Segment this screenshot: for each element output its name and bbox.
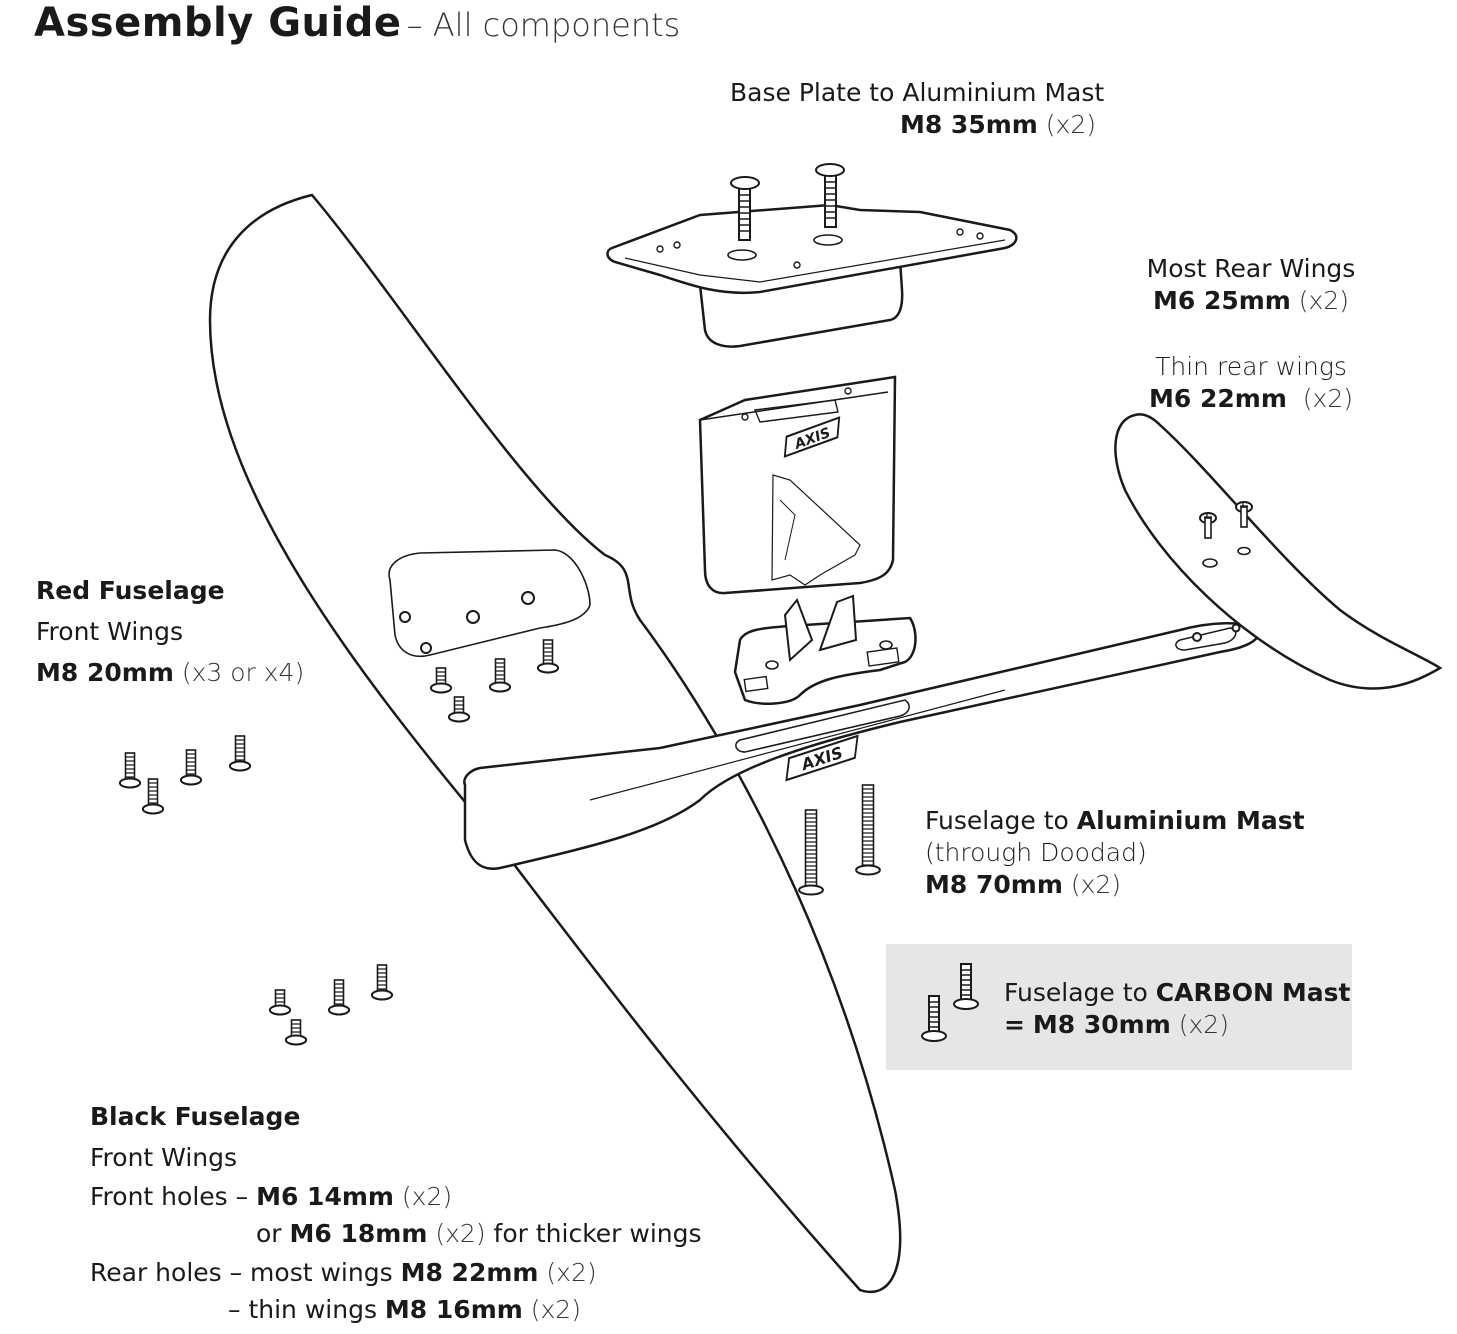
label-black-front-qty: (x2): [401, 1182, 453, 1211]
label-black-or-suffix: for thicker wings: [493, 1219, 702, 1248]
rear-wing: [1114, 413, 1443, 690]
rear-wing-bolt: [1235, 501, 1253, 528]
screw: [228, 735, 252, 772]
screw: [118, 752, 142, 789]
label-fuselage-alu: Fuselage to Aluminium Mast (through Dood…: [925, 805, 1305, 901]
screw: [798, 809, 824, 896]
label-fuselage-carbon-eq: =: [1004, 1010, 1025, 1039]
screw: [488, 658, 512, 693]
label-black-front-spec: M6 14mm: [256, 1182, 394, 1211]
label-black-fuselage-title: Black Fuselage: [90, 1102, 301, 1131]
fuselage: [463, 622, 1260, 871]
label-thin-rear-wings-qty: (x2): [1302, 384, 1353, 413]
label-black-thin-prefix: – thin wings: [228, 1295, 377, 1324]
label-base-plate-qty: (x2): [1045, 110, 1096, 139]
black-fuselage-bolts: [268, 964, 394, 1046]
label-black-rear-spec: M8 22mm: [400, 1258, 539, 1287]
screw: [855, 784, 881, 876]
base-plate: [606, 203, 1018, 348]
label-thin-rear-wings-spec: M6 22mm: [1149, 384, 1287, 413]
screw: [370, 964, 394, 1001]
screw: [268, 989, 292, 1016]
label-thin-rear-wings: Thin rear wings M6 22mm (x2): [1140, 351, 1362, 415]
label-black-thin-qty: (x2): [530, 1295, 581, 1324]
label-red-fuselage-qty: (x3 or x4): [181, 658, 305, 687]
page-subtitle: – All components: [406, 6, 681, 44]
screw: [179, 749, 203, 786]
base-plate-bolt: [815, 163, 845, 228]
label-fuselage-carbon-suffix: Mast: [1281, 978, 1351, 1007]
red-fuselage-bolts-near: [429, 639, 560, 723]
label-fuselage-carbon-prefix: Fuselage to: [1004, 978, 1148, 1007]
label-fuselage-alu-prefix: Fuselage to: [925, 806, 1069, 835]
label-black-thin-spec: M8 16mm: [384, 1295, 523, 1324]
label-black-rear-prefix: Rear holes – most wings: [90, 1258, 393, 1287]
label-fuselage-carbon: Fuselage to CARBON Mast = M8 30mm (x2): [1004, 977, 1351, 1041]
screw: [284, 1019, 308, 1046]
aluminium-mast-bolts: [798, 784, 881, 896]
front-wing-mount-plate: [388, 549, 591, 657]
label-fuselage-carbon-bold: CARBON: [1155, 978, 1274, 1007]
label-fuselage-carbon-spec: M8 30mm: [1032, 1010, 1171, 1039]
screw: [447, 696, 471, 723]
label-base-plate-line1: Base Plate to Aluminium Mast: [730, 78, 1105, 107]
label-most-rear-wings: Most Rear Wings M6 25mm (x2): [1140, 253, 1362, 317]
screw: [536, 639, 560, 674]
screw: [141, 778, 165, 815]
base-plate-bolt: [730, 176, 760, 241]
label-most-rear-wings-spec: M6 25mm: [1152, 286, 1291, 315]
label-black-or-spec: M6 18mm: [289, 1219, 428, 1248]
label-base-plate-spec: M8 35mm: [899, 110, 1038, 139]
label-red-fuselage: Red Fuselage Front Wings M8 20mm (x3 or …: [36, 570, 304, 693]
carbon-bolt: [921, 995, 947, 1042]
front-wing: [208, 193, 902, 1293]
label-most-rear-wings-line1: Most Rear Wings: [1146, 254, 1356, 283]
label-fuselage-alu-bold: Aluminium Mast: [1076, 806, 1305, 835]
label-black-rear-qty: (x2): [546, 1258, 597, 1287]
mast-section: [698, 375, 897, 595]
page-title: Assembly Guide: [34, 0, 402, 46]
label-red-fuselage-spec: M8 20mm: [36, 658, 174, 687]
label-black-or-qty: (x2): [435, 1219, 486, 1248]
label-fuselage-alu-spec: M8 70mm: [925, 870, 1063, 899]
label-most-rear-wings-qty: (x2): [1298, 286, 1350, 315]
header: Assembly Guide – All components: [34, 0, 680, 46]
label-red-fuselage-title: Red Fuselage: [36, 576, 225, 605]
red-fuselage-bolts: [118, 735, 252, 815]
carbon-mast-callout: Fuselage to CARBON Mast = M8 30mm (x2): [886, 944, 1352, 1070]
label-fuselage-alu-line2: (through Doodad): [925, 838, 1147, 867]
carbon-bolt: [953, 963, 979, 1010]
label-black-or-prefix: or: [256, 1219, 282, 1248]
label-black-fuselage: Black Fuselage Front Wings Front holes –…: [90, 1096, 702, 1326]
carbon-mast-bolts: [921, 963, 979, 1042]
label-fuselage-carbon-qty: (x2): [1178, 1010, 1229, 1039]
label-red-fuselage-line2: Front Wings: [36, 617, 184, 646]
label-thin-rear-wings-line1: Thin rear wings: [1155, 352, 1347, 381]
rear-wing-bolt: [1199, 512, 1217, 539]
screw: [327, 979, 351, 1016]
label-black-fuselage-line2: Front Wings: [90, 1143, 238, 1172]
label-black-front-prefix: Front holes –: [90, 1182, 249, 1211]
screw: [429, 667, 453, 694]
label-fuselage-alu-qty: (x2): [1070, 870, 1122, 899]
label-base-plate: Base Plate to Aluminium Mast M8 35mm (x2…: [730, 77, 1105, 141]
doodad-adapter: [733, 594, 917, 705]
